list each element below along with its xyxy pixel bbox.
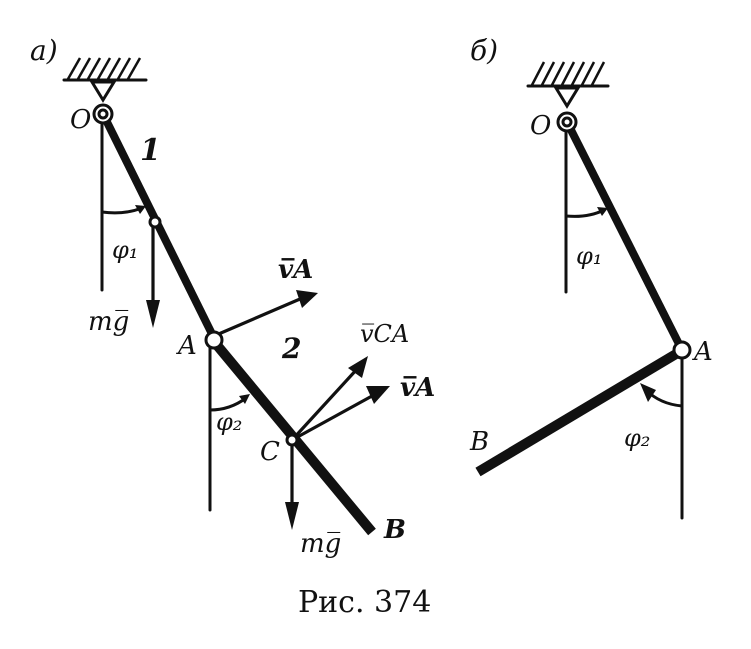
velocity-vector-a (213, 297, 301, 338)
label-phi1-a: φ₁ (112, 236, 138, 264)
label-rod-1: 1 (140, 133, 161, 168)
label-o-a: O (70, 105, 91, 135)
label-a-a: A (176, 331, 197, 361)
hinge-a-a (204, 330, 224, 350)
angle-phi1-arc-a (100, 206, 144, 215)
panel-a-label: а) (30, 34, 58, 67)
label-phi2-b: φ₂ (624, 424, 650, 452)
panel-b: б) O φ₁ A φ₂ B (469, 34, 713, 520)
label-weight-2: mg̅ (300, 529, 341, 559)
label-weight-1: mg̅ (88, 307, 129, 337)
panel-a: а) (30, 34, 435, 559)
support-a (62, 57, 148, 103)
velocity-vector-a-at-c (291, 394, 373, 442)
label-b-b: B (469, 427, 489, 457)
figure-caption: Рис. 374 (298, 585, 431, 620)
rod-1-b (566, 126, 684, 348)
label-a-b: A (692, 337, 713, 367)
rod-1-a (102, 118, 218, 340)
center-mass-1 (148, 215, 162, 229)
support-b (526, 61, 610, 109)
label-o-b: O (530, 111, 551, 141)
label-b-a: B (383, 515, 406, 545)
label-phi2-a: φ₂ (216, 408, 242, 436)
rod-2-b (475, 349, 679, 477)
label-vel-a: v̅A (278, 255, 313, 285)
panel-b-label: б) (470, 34, 498, 67)
label-rod-2: 2 (281, 332, 301, 365)
angle-phi1-arc-b (564, 208, 606, 218)
label-phi1-b: φ₁ (576, 242, 602, 270)
hinge-a-b (672, 340, 692, 360)
velocity-vector-ca (290, 366, 360, 442)
label-vel-ca: v̅CA (360, 320, 409, 348)
label-vel-a-at-c: v̅A (400, 373, 435, 403)
label-c: C (260, 437, 280, 467)
center-mass-2 (285, 433, 299, 447)
